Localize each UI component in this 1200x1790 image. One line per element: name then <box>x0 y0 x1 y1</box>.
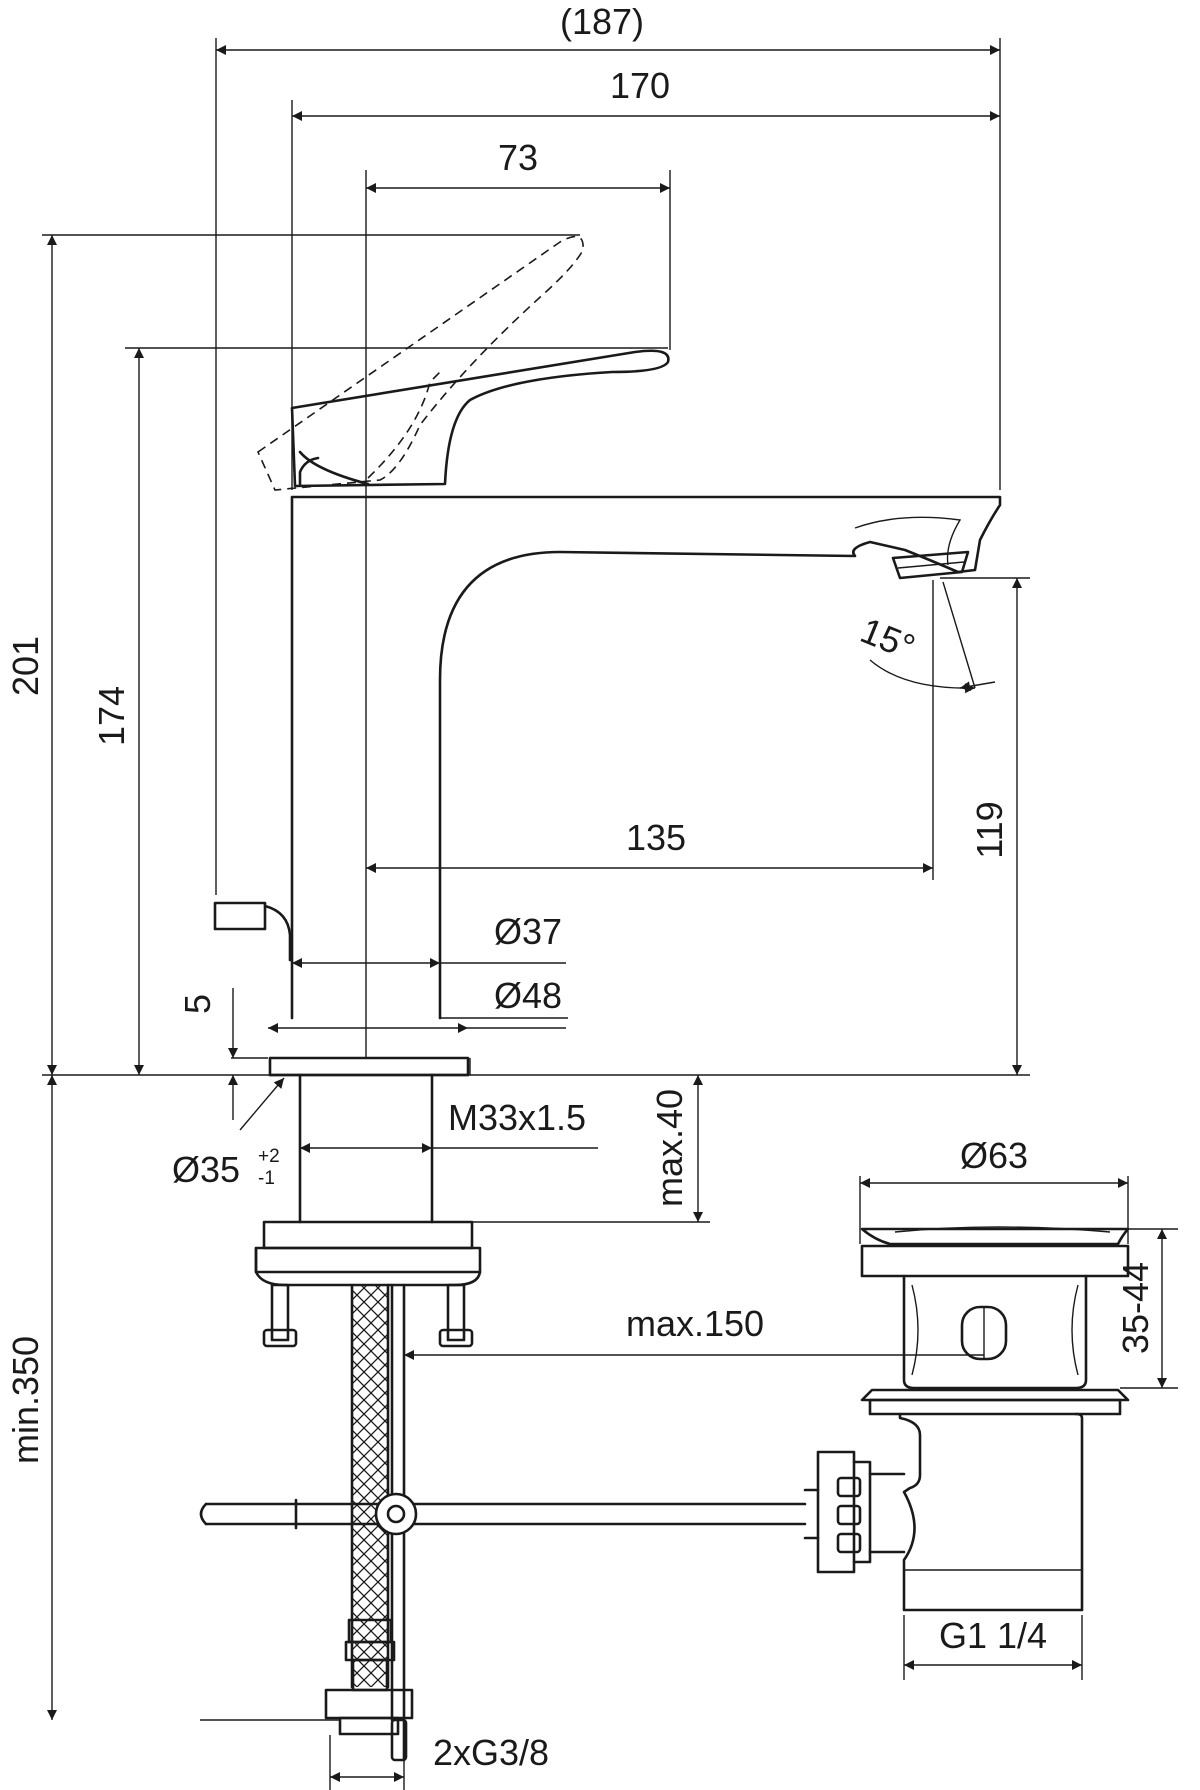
dim-waste-diameter: Ø63 <box>960 1135 1028 1176</box>
dim-deck-thickness: max.40 <box>649 1089 690 1207</box>
dim-hose-length: min.350 <box>5 1336 46 1464</box>
base-ring <box>268 1056 470 1077</box>
faucet-body <box>290 495 1002 1020</box>
lever-open-position <box>256 235 584 491</box>
dim-base-thickness: 5 <box>177 994 218 1014</box>
dim-waste-range: 35-44 <box>1115 1262 1156 1354</box>
dim-base-diameter: Ø48 <box>494 975 562 1016</box>
lever-handle <box>290 349 670 488</box>
dim-spout-reach-total: 170 <box>610 65 670 106</box>
dim-waste-thread: G1 1/4 <box>939 1615 1047 1656</box>
dim-overall-width: (187) <box>560 1 644 42</box>
mounting-plate <box>254 1220 482 1348</box>
dim-lever-length: 73 <box>498 137 538 178</box>
dim-spout-reach: 135 <box>626 817 686 858</box>
dim-lever-height: 174 <box>91 686 132 746</box>
dim-pull-rod-length: max.150 <box>626 1303 764 1344</box>
dimension-lines <box>47 45 1167 1782</box>
dim-spout-height: 119 <box>969 801 1010 858</box>
dim-hole-tol-plus: +2 <box>258 1146 280 1167</box>
dim-total-height: 201 <box>5 636 46 696</box>
dim-hose-connection: 2xG3/8 <box>433 1732 549 1773</box>
dim-hole-tol-minus: -1 <box>258 1168 275 1189</box>
extension-lines <box>42 38 1178 1790</box>
popup-knob <box>213 901 292 962</box>
dim-thread: M33x1.5 <box>448 1097 586 1138</box>
pull-rod <box>199 1492 807 1536</box>
dimension-labels: (187) 170 73 201 174 119 135 Ø37 Ø48 5 Ø… <box>5 1 1156 1773</box>
dim-body-diameter: Ø37 <box>494 911 562 952</box>
dim-outlet-angle: 15° <box>855 609 921 667</box>
dim-hole-diameter: Ø35 <box>172 1149 240 1190</box>
popup-waste <box>803 1226 1130 1612</box>
braided-hose <box>324 1283 414 1736</box>
